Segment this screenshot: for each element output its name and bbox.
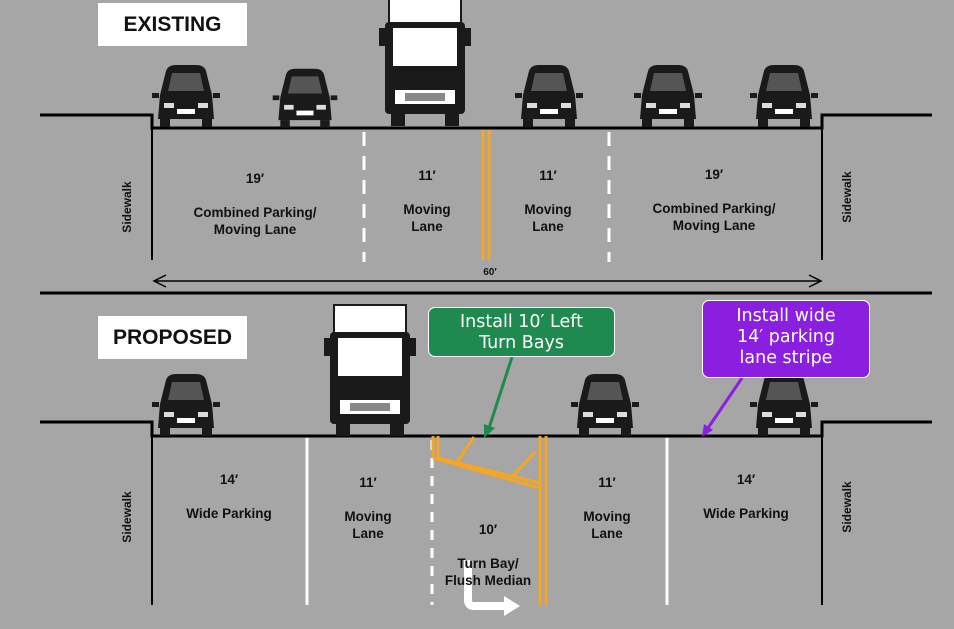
existing-lane-4: 19′ Combined Parking/ Moving Lane bbox=[634, 149, 794, 251]
lane-width: 11′ bbox=[539, 168, 557, 183]
lane-width: 11′ bbox=[359, 475, 377, 490]
flush-median-markings bbox=[431, 436, 548, 605]
car-icon bbox=[634, 65, 702, 127]
callout-arrowhead-green bbox=[484, 424, 495, 438]
truck-icon bbox=[378, 0, 472, 127]
existing-lane-3: 11′ Moving Lane bbox=[498, 150, 598, 252]
left-turn-arrow-icon bbox=[464, 560, 504, 610]
sidewalk-label-right: Sidewalk bbox=[840, 171, 854, 223]
lane-name: Moving Lane bbox=[524, 202, 572, 234]
proposed-title: PROPOSED bbox=[98, 316, 247, 359]
lane-width: 14′ bbox=[736, 472, 756, 487]
proposed-curb-line bbox=[40, 420, 932, 438]
lane-width: 11′ bbox=[418, 168, 436, 183]
lane-name: Combined Parking/ Moving Lane bbox=[193, 205, 317, 237]
proposed-lane-5: 14′ Wide Parking bbox=[686, 454, 806, 539]
proposed-lane-2: 11′ Moving Lane bbox=[318, 457, 418, 559]
lane-width: 14′ bbox=[219, 472, 239, 487]
lane-name: Moving Lane bbox=[403, 202, 451, 234]
sidewalk-label-right: Sidewalk bbox=[840, 481, 854, 533]
width-dimension-arrow bbox=[152, 274, 823, 288]
existing-curb-line bbox=[40, 113, 932, 130]
lane-width: 10′ bbox=[478, 522, 498, 537]
lane-name: Moving Lane bbox=[344, 509, 392, 541]
lane-name: Wide Parking bbox=[703, 506, 789, 521]
proposed-lane-3: 10′ Turn Bay/ Flush Median bbox=[430, 504, 546, 606]
lane-width: 19′ bbox=[704, 167, 724, 182]
callout-parking-stripe: Install wide 14′ parking lane stripe bbox=[702, 300, 870, 378]
callout-pointer-green bbox=[487, 356, 514, 429]
car-icon bbox=[750, 374, 818, 436]
callout-arrowhead-purple bbox=[702, 424, 713, 437]
existing-title: EXISTING bbox=[98, 3, 247, 46]
lane-name: Moving Lane bbox=[583, 509, 631, 541]
callout-left-turn-bays: Install 10′ Left Turn Bays bbox=[428, 307, 615, 357]
car-icon bbox=[272, 68, 338, 128]
lane-width: 19′ bbox=[245, 171, 265, 186]
sidewalk-label-left: Sidewalk bbox=[120, 491, 134, 543]
car-icon bbox=[571, 374, 639, 436]
truck-icon bbox=[323, 304, 417, 437]
lane-width: 11′ bbox=[598, 475, 616, 490]
car-icon bbox=[152, 65, 220, 127]
proposed-lane-1: 14′ Wide Parking bbox=[169, 454, 289, 539]
existing-lane-2: 11′ Moving Lane bbox=[377, 150, 477, 252]
lane-name: Turn Bay/ Flush Median bbox=[444, 556, 532, 588]
car-icon bbox=[152, 374, 220, 436]
left-turn-arrowhead-icon bbox=[504, 596, 520, 616]
existing-section bbox=[40, 0, 932, 288]
lane-name: Combined Parking/ Moving Lane bbox=[652, 201, 776, 233]
car-icon bbox=[750, 65, 818, 127]
callout-pointer-purple bbox=[706, 377, 744, 429]
total-width-label: 60′ bbox=[483, 267, 497, 278]
lane-name: Wide Parking bbox=[186, 506, 272, 521]
car-icon bbox=[515, 65, 583, 127]
proposed-section bbox=[40, 304, 932, 616]
existing-lane-1: 19′ Combined Parking/ Moving Lane bbox=[175, 153, 335, 255]
sidewalk-label-left: Sidewalk bbox=[120, 181, 134, 233]
proposed-lane-4: 11′ Moving Lane bbox=[557, 457, 657, 559]
